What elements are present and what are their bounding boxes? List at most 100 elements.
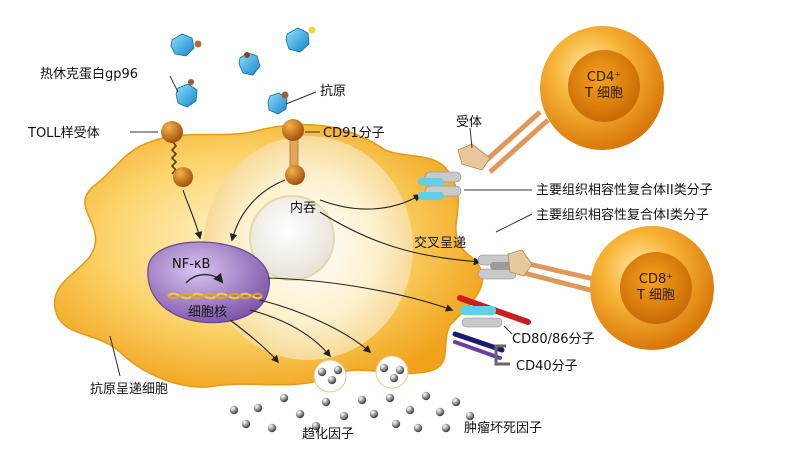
cd4-cell-core <box>568 50 640 122</box>
labels: 热休克蛋白gp96 抗原 TOLL样受体 CD91分子 受体 内吞 NF-κB … <box>27 66 713 442</box>
label-nfkb: NF-κB <box>172 257 210 272</box>
arrow-nucleus-cd80 <box>267 277 454 312</box>
leader-hsp <box>169 75 179 93</box>
arrow-nucleus-chemokine-2 <box>259 299 372 354</box>
arrow-toll-to-nfkb <box>182 189 203 240</box>
tcr-stalk <box>478 110 542 168</box>
tcr-stalk-cd8 <box>519 259 599 283</box>
label-tnf: 肿瘤坏死因子 <box>464 420 542 436</box>
cd40-bracket-icon <box>494 344 510 366</box>
cytokine-particles <box>229 363 475 433</box>
peptide-dot <box>281 91 289 99</box>
mhc2-complex <box>418 171 462 200</box>
dna-strand-icon-2 <box>167 292 263 300</box>
cd4-label-line2: T 细胞 <box>584 86 623 101</box>
peptide-dot <box>188 79 194 85</box>
arrow-cross-presentation <box>319 211 482 266</box>
antigen-peptides <box>188 26 316 99</box>
cytokine-particle <box>229 405 239 415</box>
cd91-base <box>285 165 305 185</box>
leader-receptor <box>469 127 473 149</box>
cytokine-particle <box>451 397 461 407</box>
mhc2-bar-cyan-2 <box>418 192 444 200</box>
cytokine-particle <box>321 397 331 407</box>
cytokine-particle <box>241 419 251 429</box>
cd8-cell-core <box>620 252 692 324</box>
cytokine-particle <box>357 395 367 405</box>
mhc2-bar-cyan <box>418 178 444 186</box>
tcr-head-cd8-icon <box>507 249 533 277</box>
cd91-head <box>282 119 304 141</box>
nucleus <box>147 241 270 324</box>
mhc1-bar-dark <box>490 262 512 270</box>
peptide-dot <box>194 40 202 48</box>
tcr-stalk-2 <box>488 118 550 174</box>
cd8-t-cell: CD8⁺ T 细胞 <box>507 226 714 350</box>
cytokine-particle <box>435 407 445 417</box>
toll-receptor-stalk <box>170 141 178 175</box>
peptide-dot <box>244 52 250 58</box>
cytokine-particle <box>379 363 389 373</box>
nucleus-body <box>147 241 270 324</box>
leader-lines <box>109 75 533 377</box>
tcr-head-icon <box>457 143 491 171</box>
toll-receptor-base <box>173 167 193 187</box>
hsp-molecule <box>170 33 195 57</box>
peptide-dot <box>308 26 316 34</box>
vesicle <box>313 359 347 393</box>
antigen-presenting-cell <box>54 123 484 388</box>
cd4-t-cell: CD4⁺ T 细胞 <box>457 26 664 174</box>
label-cd80: CD80/86分子 <box>512 332 595 347</box>
label-antigen: 抗原 <box>320 84 346 99</box>
label-mhc2: 主要组织相容性复合体II类分子 <box>536 182 713 198</box>
label-hsp: 热休克蛋白gp96 <box>40 66 138 82</box>
label-toll: TOLL样受体 <box>27 126 100 141</box>
label-receptor: 受体 <box>456 115 482 130</box>
cytokine-particle <box>327 375 337 385</box>
cytokine-particle <box>311 421 321 431</box>
arrow-nucleus-chemokine-1 <box>249 309 331 358</box>
label-nucleus: 细胞核 <box>188 305 227 320</box>
pathway-arrows <box>182 179 482 364</box>
cd40-molecule-navy <box>452 331 505 353</box>
toll-receptor <box>161 121 193 187</box>
cytokine-particle <box>405 405 415 415</box>
hsp-molecule <box>285 27 310 53</box>
cd91-receptor <box>282 119 305 185</box>
leader-apc <box>109 335 121 377</box>
cytokine-particle <box>395 365 405 375</box>
tcr-stalk-cd8-2 <box>519 269 599 295</box>
label-cd91: CD91分子 <box>323 126 385 141</box>
cd4-label-line1: CD4⁺ <box>587 70 621 85</box>
cytokine-particle <box>421 391 431 401</box>
cd8-label-line2: T 细胞 <box>636 288 675 303</box>
cytokine-particle <box>267 423 277 433</box>
cd80-molecule-gray <box>461 317 503 328</box>
toll-receptor-head <box>161 121 183 143</box>
cd40-molecule-purple <box>453 340 502 360</box>
label-chemokine: 趋化因子 <box>302 427 354 442</box>
cytokine-particle <box>317 367 327 377</box>
leader-mhc1 <box>495 213 533 233</box>
cytokine-particle <box>369 409 379 419</box>
hsp-molecule <box>175 83 198 108</box>
label-apc: 抗原呈递细胞 <box>90 382 168 397</box>
cd91-stalk <box>289 137 299 169</box>
mhc1-complex <box>477 254 517 280</box>
curved-arrow-icon <box>185 272 224 284</box>
cd8-label-line1: CD8⁺ <box>639 272 673 287</box>
cytokine-particle <box>339 411 349 421</box>
leader-cd80 <box>503 325 513 335</box>
cytokine-particle <box>465 411 475 421</box>
label-cross: 交叉呈递 <box>414 235 466 251</box>
cytokine-particle <box>389 373 399 383</box>
hsp-molecule <box>267 92 288 115</box>
cytokine-particle <box>295 409 305 419</box>
cytokine-particle <box>441 423 451 433</box>
cytokine-particle <box>385 393 395 403</box>
cytokine-particle <box>253 403 263 413</box>
leader-antigen <box>285 91 317 105</box>
heat-shock-proteins <box>170 27 310 115</box>
cytokine-particle <box>391 419 401 429</box>
